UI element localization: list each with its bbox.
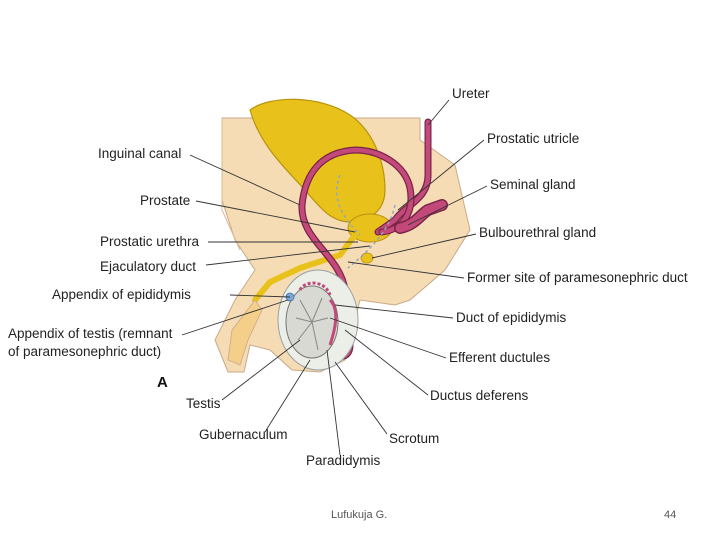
label-seminal-gland: Seminal gland xyxy=(490,177,576,192)
testis-shape xyxy=(277,269,359,371)
label-inguinal-canal: Inguinal canal xyxy=(98,146,181,161)
label-efferent-ductules: Efferent ductules xyxy=(449,350,550,365)
prostate-shape xyxy=(252,213,393,303)
label-appendix-of-epididymis: Appendix of epididymis xyxy=(52,287,191,302)
bladder xyxy=(249,98,386,223)
label-ureter: Ureter xyxy=(452,86,490,101)
label-gubernaculum: Gubernaculum xyxy=(199,427,288,442)
label-former-site-paramesonephric-duct: Former site of paramesonephric duct xyxy=(467,270,688,285)
ureter-duct xyxy=(374,118,432,236)
seminal-gland-shape xyxy=(394,199,448,234)
label-ejaculatory-duct: Ejaculatory duct xyxy=(100,259,196,274)
leader-lines xyxy=(181,99,488,456)
label-paradidymis: Paradidymis xyxy=(306,453,381,468)
footer-author: Lufukuja G. xyxy=(331,509,388,521)
label-scrotum: Scrotum xyxy=(389,431,439,446)
label-ductus-deferens: Ductus deferens xyxy=(430,388,529,403)
label-appendix-of-testis-line1: Appendix of testis (remnant xyxy=(8,326,173,341)
label-appendix-of-testis-line2: of paramesonephric duct) xyxy=(8,344,161,359)
label-prostate: Prostate xyxy=(140,193,190,208)
panel-letter: A xyxy=(157,374,168,391)
label-testis: Testis xyxy=(186,396,221,411)
penis-shape xyxy=(227,299,263,366)
label-prostatic-utricle: Prostatic utricle xyxy=(487,131,579,146)
diagram-labels: Ureter Prostatic utricle Inguinal canal … xyxy=(8,86,688,468)
page-number: 44 xyxy=(664,509,677,521)
former-paramesonephric-path xyxy=(336,174,396,269)
label-duct-of-epididymis: Duct of epididymis xyxy=(456,310,567,325)
label-bulbourethral-gland: Bulbourethral gland xyxy=(479,225,596,240)
label-prostatic-urethra: Prostatic urethra xyxy=(100,234,200,249)
